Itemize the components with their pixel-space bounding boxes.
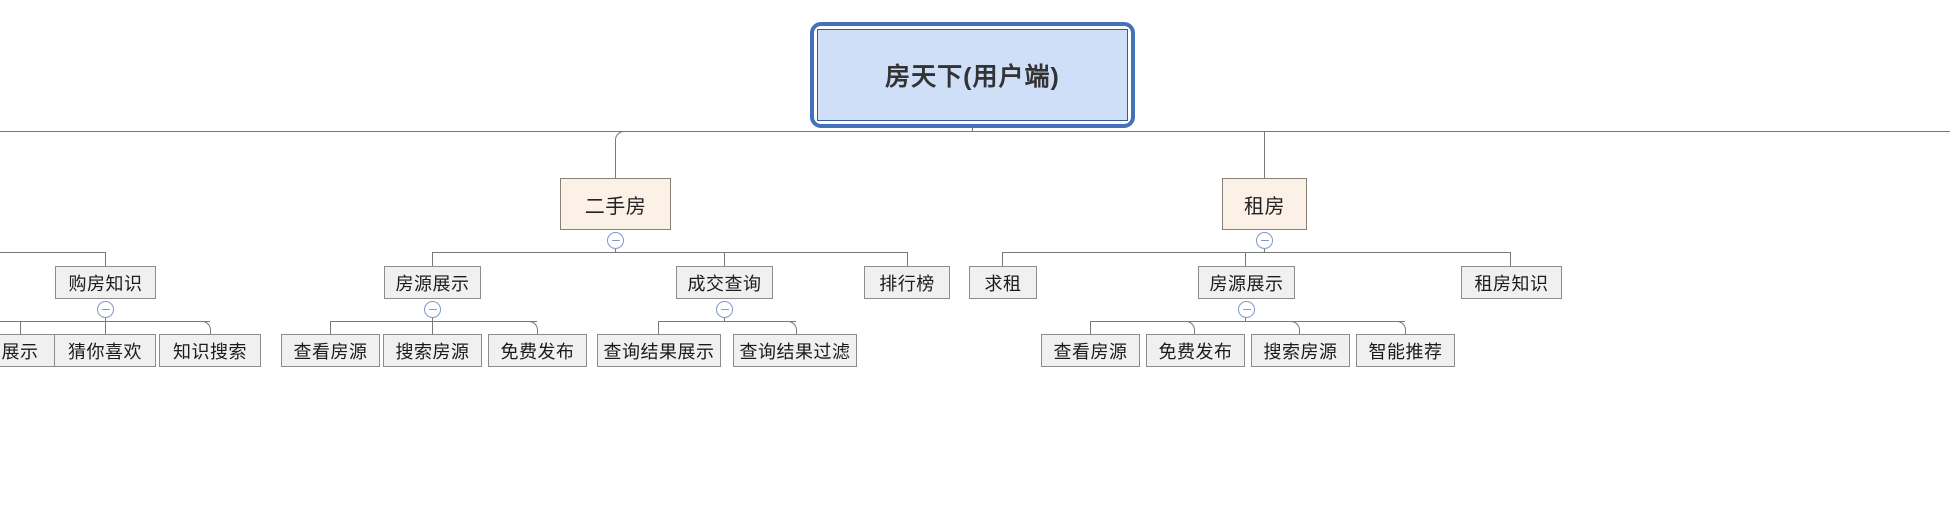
drop-zhishisousuo-v: [210, 330, 211, 335]
drop-paihangbang: [907, 252, 908, 267]
drop-mianfeifabu-2-v: [1194, 330, 1195, 335]
leaf-label: 知识搜索: [173, 341, 247, 362]
leaf-label: 智能推荐: [1368, 341, 1443, 362]
root-stem: [972, 128, 973, 132]
leaf-label: 查看房源: [1053, 341, 1128, 362]
leaf-label: 展示: [1, 341, 39, 362]
drop-zhishisousuo: [200, 321, 211, 335]
leaf-label: 免费发布: [500, 341, 575, 362]
leaf-mianfeifabu-ershoufang[interactable]: 免费发布: [488, 334, 587, 367]
fyzs1-stem: [432, 318, 433, 322]
fyzs2-bus: [1090, 321, 1405, 322]
node-label: 房源展示: [1209, 273, 1284, 294]
zufang-children-stem: [1264, 249, 1265, 253]
drop-goufangzhishi: [105, 252, 106, 267]
leaf-cainixihuan[interactable]: 猜你喜欢: [54, 334, 156, 367]
node-label: 求租: [984, 273, 1022, 294]
node-label: 成交查询: [687, 273, 762, 294]
leaf-label: 搜索房源: [1263, 341, 1338, 362]
leaf-mianfeifabu-zufang[interactable]: 免费发布: [1146, 334, 1245, 367]
leaf-label: 搜索房源: [395, 341, 470, 362]
drop-cainixihuan: [105, 321, 106, 334]
minus-icon: [1260, 239, 1269, 242]
collapse-toggle-goufangzhishi[interactable]: [97, 301, 114, 318]
connector-bus-to-ershoufang: [615, 131, 626, 172]
collapse-toggle-chengjiaochaxun[interactable]: [716, 301, 733, 318]
drop-chaxunjieguoguolv-v: [796, 330, 797, 335]
root-node[interactable]: 房天下(用户端): [810, 22, 1135, 128]
drop-sousuofangyuan-2: [1291, 321, 1300, 335]
leaf-label: 查询结果展示: [603, 341, 715, 362]
level1-bus: [0, 131, 1950, 132]
leaf-label: 免费发布: [1158, 341, 1233, 362]
leaf-chakanfangyuan-ershoufang[interactable]: 查看房源: [281, 334, 380, 367]
leaf-sousuofangyuan-ershoufang[interactable]: 搜索房源: [383, 334, 482, 367]
drop-zhinengtuijian: [1397, 321, 1406, 335]
leaf-zhishisousuo[interactable]: 知识搜索: [159, 334, 261, 367]
root-node-label: 房天下(用户端): [817, 29, 1128, 121]
branch-node-ershoufang[interactable]: 二手房: [560, 178, 671, 230]
node-goufangzhishi[interactable]: 购房知识: [55, 266, 156, 299]
node-fangyuanzhanshi-ershoufang[interactable]: 房源展示: [384, 266, 481, 299]
connector-ershoufang-stem: [615, 140, 616, 178]
drop-chaxunjieguozhanshi: [658, 321, 659, 334]
branch-label: 二手房: [584, 195, 647, 218]
collapse-toggle-zufang[interactable]: [1256, 232, 1273, 249]
goufangzhishi-stem: [105, 318, 106, 322]
cjcx-stem: [724, 318, 725, 322]
drop-fangyuanzhanshi-2: [1245, 252, 1246, 267]
drop-chengjiaochaxun: [724, 252, 725, 267]
node-qiuzu[interactable]: 求租: [969, 266, 1037, 299]
node-zufangzhishi[interactable]: 租房知识: [1461, 266, 1562, 299]
leaf-chaxunjieguozhanshi[interactable]: 查询结果展示: [597, 334, 721, 367]
connector-zufang-stem: [1264, 131, 1265, 178]
collapse-toggle-fangyuanzhanshi-zufang[interactable]: [1238, 301, 1255, 318]
leaf-sousuofangyuan-zufang[interactable]: 搜索房源: [1251, 334, 1350, 367]
minus-icon: [720, 308, 729, 311]
minus-icon: [611, 239, 620, 242]
leaf-zhanshi[interactable]: 展示: [0, 334, 58, 367]
ershoufang-children-stem: [615, 249, 616, 253]
drop-fangyuanzhanshi-1: [432, 252, 433, 267]
drop-mianfeifabu-2: [1186, 321, 1195, 335]
drop-mianfeifabu-1: [527, 321, 538, 335]
fyzs2-stem: [1245, 318, 1246, 322]
leaf-label: 猜你喜欢: [68, 341, 142, 362]
leaf-label: 查询结果过滤: [739, 341, 851, 362]
minus-icon: [1242, 308, 1251, 311]
branch-label: 租房: [1244, 195, 1285, 218]
collapse-toggle-ershoufang[interactable]: [607, 232, 624, 249]
node-paihangbang[interactable]: 排行榜: [864, 266, 950, 299]
node-label: 房源展示: [395, 273, 470, 294]
drop-chakanfangyuan-1: [330, 321, 331, 334]
drop-zhinengtuijian-v: [1405, 330, 1406, 335]
drop-sousuofangyuan-1: [432, 321, 433, 334]
minus-icon: [428, 308, 437, 311]
leaf-label: 查看房源: [293, 341, 368, 362]
drop-qiuzu: [1002, 252, 1003, 267]
ershoufang-children-bus: [432, 252, 908, 253]
drop-sousuofangyuan-2-v: [1299, 330, 1300, 335]
left-offscreen-bus: [0, 252, 105, 253]
drop-mianfeifabu-1-v: [537, 330, 538, 335]
node-fangyuanzhanshi-zufang[interactable]: 房源展示: [1198, 266, 1295, 299]
fyzs1-bus: [330, 321, 537, 322]
collapse-toggle-fangyuanzhanshi-ershoufang[interactable]: [424, 301, 441, 318]
leaf-chakanfangyuan-zufang[interactable]: 查看房源: [1041, 334, 1140, 367]
node-label: 排行榜: [879, 273, 935, 294]
node-chengjiaochaxun[interactable]: 成交查询: [676, 266, 773, 299]
drop-chaxunjieguoguolv: [786, 321, 797, 335]
drop-zufangzhishi: [1510, 252, 1511, 267]
minus-icon: [101, 308, 110, 311]
leaf-chaxunjieguoguolv[interactable]: 查询结果过滤: [733, 334, 857, 367]
drop-chakanfangyuan-2: [1090, 321, 1091, 334]
cjcx-bus: [658, 321, 796, 322]
drop-zhanshi: [20, 321, 21, 334]
node-label: 租房知识: [1474, 273, 1549, 294]
node-label: 购房知识: [68, 273, 143, 294]
branch-node-zufang[interactable]: 租房: [1222, 178, 1307, 230]
zufang-children-bus: [1002, 252, 1510, 253]
leaf-zhinengtuijian[interactable]: 智能推荐: [1356, 334, 1455, 367]
